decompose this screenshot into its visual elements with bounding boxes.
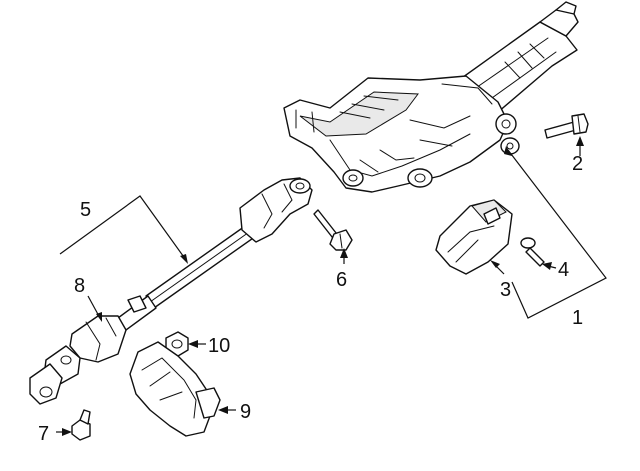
steering-sensor bbox=[435, 199, 513, 275]
callout-1: 1 bbox=[572, 307, 583, 329]
callout-labels: 1 2 3 4 5 6 7 8 9 10 bbox=[38, 153, 583, 445]
column-boot-seal bbox=[129, 341, 221, 437]
callout-4: 4 bbox=[558, 259, 569, 281]
leader-lines bbox=[56, 136, 607, 436]
sensor-screw bbox=[520, 237, 545, 267]
steering-column-assembly bbox=[283, 1, 579, 193]
callout-3: 3 bbox=[500, 279, 511, 301]
intermediate-shaft bbox=[117, 177, 313, 331]
callout-2: 2 bbox=[572, 153, 583, 175]
callout-8: 8 bbox=[74, 275, 85, 297]
lower-universal-joint bbox=[29, 315, 127, 405]
callout-7: 7 bbox=[38, 423, 49, 445]
column-bolt bbox=[544, 113, 589, 139]
callout-6: 6 bbox=[336, 269, 347, 291]
small-bolt bbox=[71, 409, 91, 441]
callout-9: 9 bbox=[240, 401, 251, 423]
callout-5: 5 bbox=[80, 199, 91, 221]
callout-10: 10 bbox=[208, 335, 230, 357]
shaft-pinch-bolt bbox=[313, 209, 353, 251]
